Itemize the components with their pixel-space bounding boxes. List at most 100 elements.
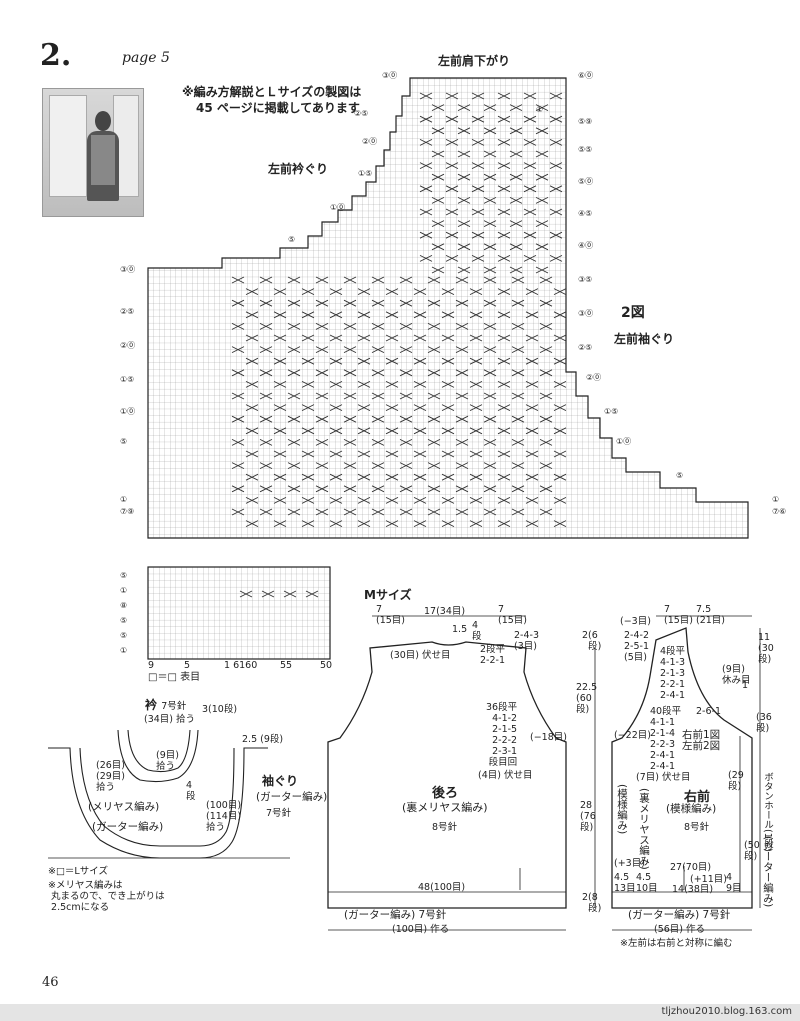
cable-cross xyxy=(357,334,371,342)
cable-cross xyxy=(385,334,399,342)
cable-cross xyxy=(455,415,469,423)
cable-cross xyxy=(553,473,567,481)
cable-cross xyxy=(497,520,511,528)
cable-cross xyxy=(469,427,483,435)
back-garter: (ガーター編み) 7号針 xyxy=(344,909,447,921)
cable-cross xyxy=(399,322,413,330)
col-label: 55 xyxy=(280,660,293,671)
cable-cross xyxy=(413,288,427,296)
cable-cross xyxy=(539,392,553,400)
cable-cross xyxy=(471,92,485,100)
size-note-line2: 45 ページに掲載してあります xyxy=(196,101,360,115)
front-pattern: (模様編み) xyxy=(616,784,628,835)
cable-cross xyxy=(413,380,427,388)
cable-cross xyxy=(385,520,399,528)
front-w75: 7.5(21目) xyxy=(696,604,726,626)
cable-cross xyxy=(483,173,497,181)
cable-cross xyxy=(245,427,259,435)
cable-cross xyxy=(427,438,441,446)
small-row-number: ⑧ xyxy=(120,601,128,610)
back-cast: (100目) 作る xyxy=(392,924,450,935)
cable-cross xyxy=(525,450,539,458)
collar-schematic xyxy=(48,729,290,859)
cable-cross xyxy=(357,520,371,528)
cable-cross xyxy=(539,508,553,516)
cable-cross xyxy=(511,462,525,470)
cable-cross xyxy=(445,92,459,100)
back-w7a: 7(15目) xyxy=(376,604,406,626)
back-bind30: (30目) 伏せ目 xyxy=(390,650,451,661)
back-w17: 17(34目) xyxy=(424,606,466,617)
back-h2: 2(6 段) xyxy=(582,630,602,652)
cable-cross xyxy=(371,369,385,377)
cable-cross xyxy=(315,276,329,284)
cable-cross xyxy=(469,357,483,365)
cable-cross xyxy=(511,485,525,493)
cable-cross xyxy=(483,438,497,446)
cable-cross xyxy=(539,485,553,493)
cable-cross xyxy=(497,138,511,146)
cable-cross xyxy=(483,243,497,251)
front-c27: 27(70目) xyxy=(670,862,712,873)
cable-cross xyxy=(511,508,525,516)
cable-cross xyxy=(553,496,567,504)
cable-cross xyxy=(301,357,315,365)
cable-cross xyxy=(357,357,371,365)
cable-cross xyxy=(301,380,315,388)
cable-cross xyxy=(549,115,563,123)
cable-cross xyxy=(483,462,497,470)
cable-cross xyxy=(455,276,469,284)
cable-cross xyxy=(399,415,413,423)
cable-cross xyxy=(455,508,469,516)
cable-cross xyxy=(445,231,459,239)
small-row-number: ⑤ xyxy=(120,631,128,640)
cable-cross xyxy=(287,369,301,377)
cable-cross xyxy=(539,346,553,354)
cable-cross xyxy=(431,243,445,251)
cable-cross xyxy=(385,357,399,365)
cable-cross xyxy=(301,404,315,412)
cable-cross xyxy=(259,415,273,423)
cable-cross xyxy=(385,311,399,319)
row-number-right: ②⓪ xyxy=(586,373,602,382)
cable-cross xyxy=(549,208,563,216)
cable-cross xyxy=(357,450,371,458)
cable-cross xyxy=(413,404,427,412)
cable-cross xyxy=(483,127,497,135)
collar-legend: ※□＝Lサイズ xyxy=(48,866,108,877)
cable-cross xyxy=(385,496,399,504)
cable-cross xyxy=(343,415,357,423)
cable-cross xyxy=(535,220,549,228)
cable-cross xyxy=(371,462,385,470)
cable-cross xyxy=(413,520,427,528)
size-note-line1: ※編み方解説とＬサイズの製図は xyxy=(182,85,362,99)
cable-cross xyxy=(413,311,427,319)
cable-cross xyxy=(553,380,567,388)
cable-cross xyxy=(315,415,329,423)
cable-cross xyxy=(431,196,445,204)
front-title: 右前 xyxy=(684,790,711,805)
cable-cross xyxy=(273,520,287,528)
row-number-left: ①⑤ xyxy=(358,169,373,178)
front-m22: (−22目) xyxy=(614,730,651,741)
cable-cross xyxy=(553,450,567,458)
cable-cross xyxy=(273,380,287,388)
cable-cross xyxy=(469,473,483,481)
cable-cross xyxy=(455,346,469,354)
cable-cross xyxy=(483,150,497,158)
cable-cross xyxy=(357,496,371,504)
cable-cross xyxy=(419,254,433,262)
cable-cross xyxy=(371,438,385,446)
cable-cross xyxy=(441,520,455,528)
cable-cross xyxy=(343,369,357,377)
cable-cross xyxy=(483,485,497,493)
cable-cross xyxy=(509,104,523,112)
cable-cross xyxy=(483,415,497,423)
cable-cross xyxy=(287,392,301,400)
cable-cross xyxy=(371,508,385,516)
